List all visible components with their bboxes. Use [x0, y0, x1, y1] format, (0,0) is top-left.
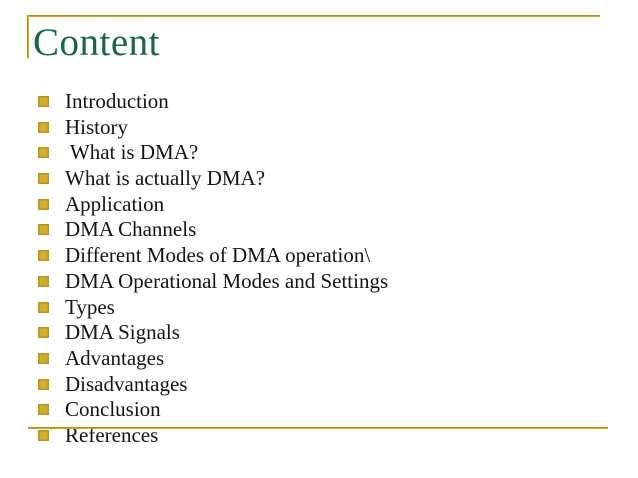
list-item-label: DMA Operational Modes and Settings — [65, 268, 389, 293]
list-item-label: Advantages — [65, 345, 165, 370]
list-item-label: References — [65, 422, 159, 447]
list-item-label: What is actually DMA? — [65, 166, 266, 191]
list-item: Types — [38, 295, 598, 321]
list-item: Conclusion — [38, 397, 598, 423]
bullet-square-icon — [38, 429, 49, 441]
content-list: Introduction History What is DMA? What i… — [38, 89, 598, 449]
list-item-label: Types — [65, 294, 115, 319]
list-item: Application — [38, 192, 598, 218]
list-item-label: Conclusion — [65, 397, 161, 422]
list-item: DMA Operational Modes and Settings — [38, 269, 598, 295]
list-item-label: DMA Signals — [65, 320, 180, 345]
bullet-square-icon — [38, 96, 49, 107]
bullet-square-icon — [38, 250, 49, 262]
left-accent-line — [27, 15, 29, 58]
list-item: Introduction — [38, 89, 598, 115]
top-accent-line — [27, 15, 600, 17]
list-item: History — [38, 115, 598, 141]
list-item: What is actually DMA? — [38, 166, 598, 192]
bullet-square-icon — [38, 147, 49, 159]
list-item: DMA Signals — [38, 320, 598, 346]
list-item: Advantages — [38, 346, 598, 372]
list-item: Disadvantages — [38, 372, 598, 398]
bullet-square-icon — [38, 352, 49, 364]
bottom-accent-line — [28, 427, 608, 429]
bullet-square-icon — [38, 301, 49, 313]
list-item-label: Application — [65, 191, 165, 216]
list-item: What is DMA? — [38, 140, 598, 166]
list-item: Different Modes of DMA operation\ — [38, 243, 598, 269]
bullet-square-icon — [38, 224, 49, 236]
bullet-square-icon — [38, 275, 49, 287]
list-item: References — [38, 423, 598, 449]
list-item: DMA Channels — [38, 217, 598, 243]
bullet-square-icon — [38, 327, 49, 339]
list-item-label: Disadvantages — [65, 371, 188, 396]
list-item-label: Introduction — [65, 89, 169, 113]
bullet-square-icon — [38, 121, 49, 133]
list-item-label: Different Modes of DMA operation\ — [65, 243, 371, 268]
bullet-square-icon — [38, 378, 49, 390]
bullet-square-icon — [38, 198, 49, 210]
list-item-label: What is DMA? — [65, 140, 199, 165]
bullet-square-icon — [38, 404, 49, 416]
slide-title: Content — [33, 21, 160, 64]
list-item-label: History — [65, 114, 128, 139]
list-item-label: DMA Channels — [65, 217, 197, 242]
bullet-square-icon — [38, 173, 49, 185]
